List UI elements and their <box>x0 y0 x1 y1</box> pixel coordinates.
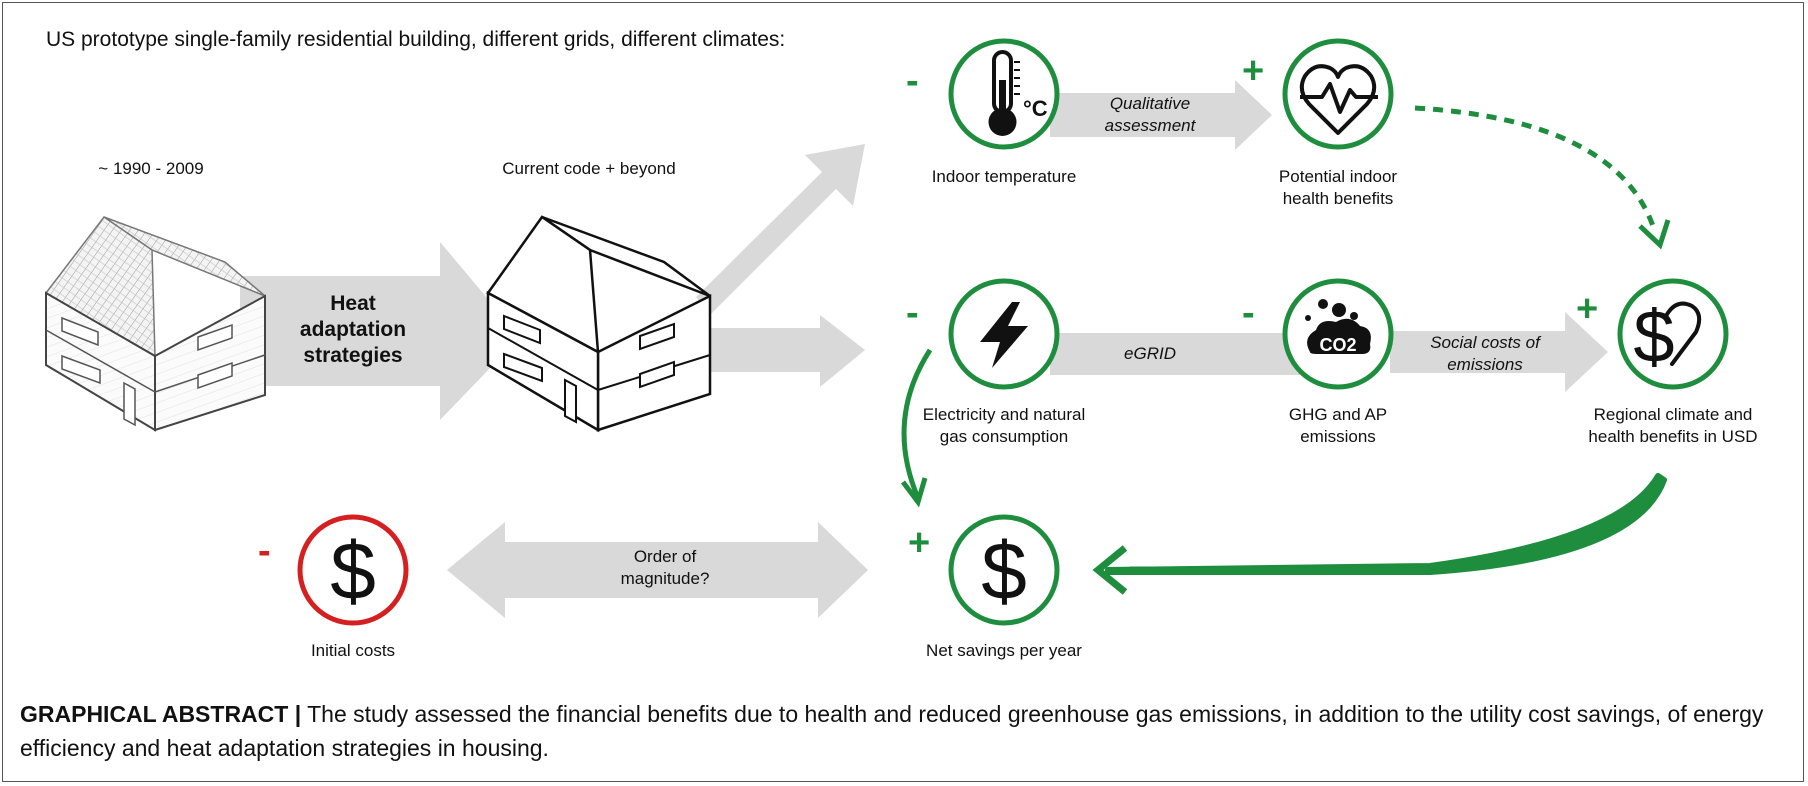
thermometer-node: °C <box>948 38 1060 150</box>
health-node <box>1282 38 1394 150</box>
celsius-unit: °C <box>1023 96 1048 121</box>
dollar-icon: $ <box>981 526 1027 617</box>
regional-benefits-label: Regional climate and health benefits in … <box>1588 405 1758 446</box>
figure-title: US prototype single-family residential b… <box>46 28 786 51</box>
co2-text: CO2 <box>1319 335 1356 355</box>
old-house-label: ~ 1990 - 2009 <box>98 159 204 178</box>
electricity-node <box>948 278 1060 390</box>
middle-right-arrow <box>700 315 865 387</box>
heart-pulse-icon <box>1299 64 1378 135</box>
qualitative-assessment-arrow <box>1050 80 1272 150</box>
caption-text: The study assessed the financial benefit… <box>20 701 1764 761</box>
indoor-temperature-label: Indoor temperature <box>931 167 1077 186</box>
regional-sign: + <box>1576 288 1599 330</box>
net-savings-label: Net savings per year <box>926 641 1082 660</box>
co2-cloud-icon: CO2 <box>1305 299 1371 355</box>
heat-adaptation-label: Heat adaptation strategies <box>299 292 407 367</box>
dollar-heart-icon: $ <box>1633 295 1702 378</box>
old-house-illustration <box>44 215 266 432</box>
savings-arrowhead <box>1092 545 1128 595</box>
social-costs-arrow <box>1390 312 1608 392</box>
dollar-icon: $ <box>330 526 376 617</box>
social-costs-label: Social costs of emissions <box>1430 333 1540 374</box>
emissions-sign: - <box>1242 292 1255 334</box>
curve-arrowhead <box>901 477 928 508</box>
electricity-sign: - <box>906 292 919 334</box>
lightning-icon <box>980 302 1028 368</box>
qualitative-assessment-label: Qualitative assessment <box>1104 94 1196 135</box>
initial-costs-node: $ <box>297 514 409 626</box>
health-to-regional-dotted-arrow <box>1414 105 1658 233</box>
emissions-node: CO2 <box>1282 278 1394 390</box>
new-house-illustration <box>486 215 712 433</box>
regional-to-savings-arrow <box>1105 473 1667 575</box>
initial-costs-label: Initial costs <box>310 641 396 660</box>
caption-heading: GRAPHICAL ABSTRACT | <box>20 701 302 727</box>
electricity-label: Electricity and natural gas consumption <box>922 405 1086 446</box>
indoor-temp-sign: - <box>906 60 919 102</box>
heat-adaptation-arrow <box>240 242 520 420</box>
net-savings-node: $ <box>948 514 1060 626</box>
health-sign: + <box>1242 50 1265 92</box>
new-house-label: Current code + beyond <box>502 159 676 178</box>
upper-diagonal-arrow <box>696 144 865 314</box>
egrid-arrow <box>1050 333 1300 375</box>
diagram-canvas: °C CO2 $ $ $ <box>44 38 1729 626</box>
order-of-magnitude-double-arrow <box>447 522 868 618</box>
electricity-to-savings-curve <box>901 348 933 499</box>
caption: GRAPHICAL ABSTRACT | The study assessed … <box>20 697 1790 765</box>
svg-text:$: $ <box>1633 295 1674 378</box>
initial-costs-sign: - <box>258 530 271 572</box>
order-of-magnitude-label: Order of magnitude? <box>620 547 710 588</box>
health-benefits-label: Potential indoor health benefits <box>1278 167 1398 208</box>
dotted-arrowhead <box>1638 219 1671 250</box>
net-savings-sign: + <box>908 522 931 564</box>
thermometer-icon: °C <box>988 50 1048 136</box>
emissions-label: GHG and AP emissions <box>1288 405 1388 446</box>
egrid-label: eGRID <box>1124 344 1176 363</box>
regional-benefits-node: $ <box>1617 278 1729 390</box>
